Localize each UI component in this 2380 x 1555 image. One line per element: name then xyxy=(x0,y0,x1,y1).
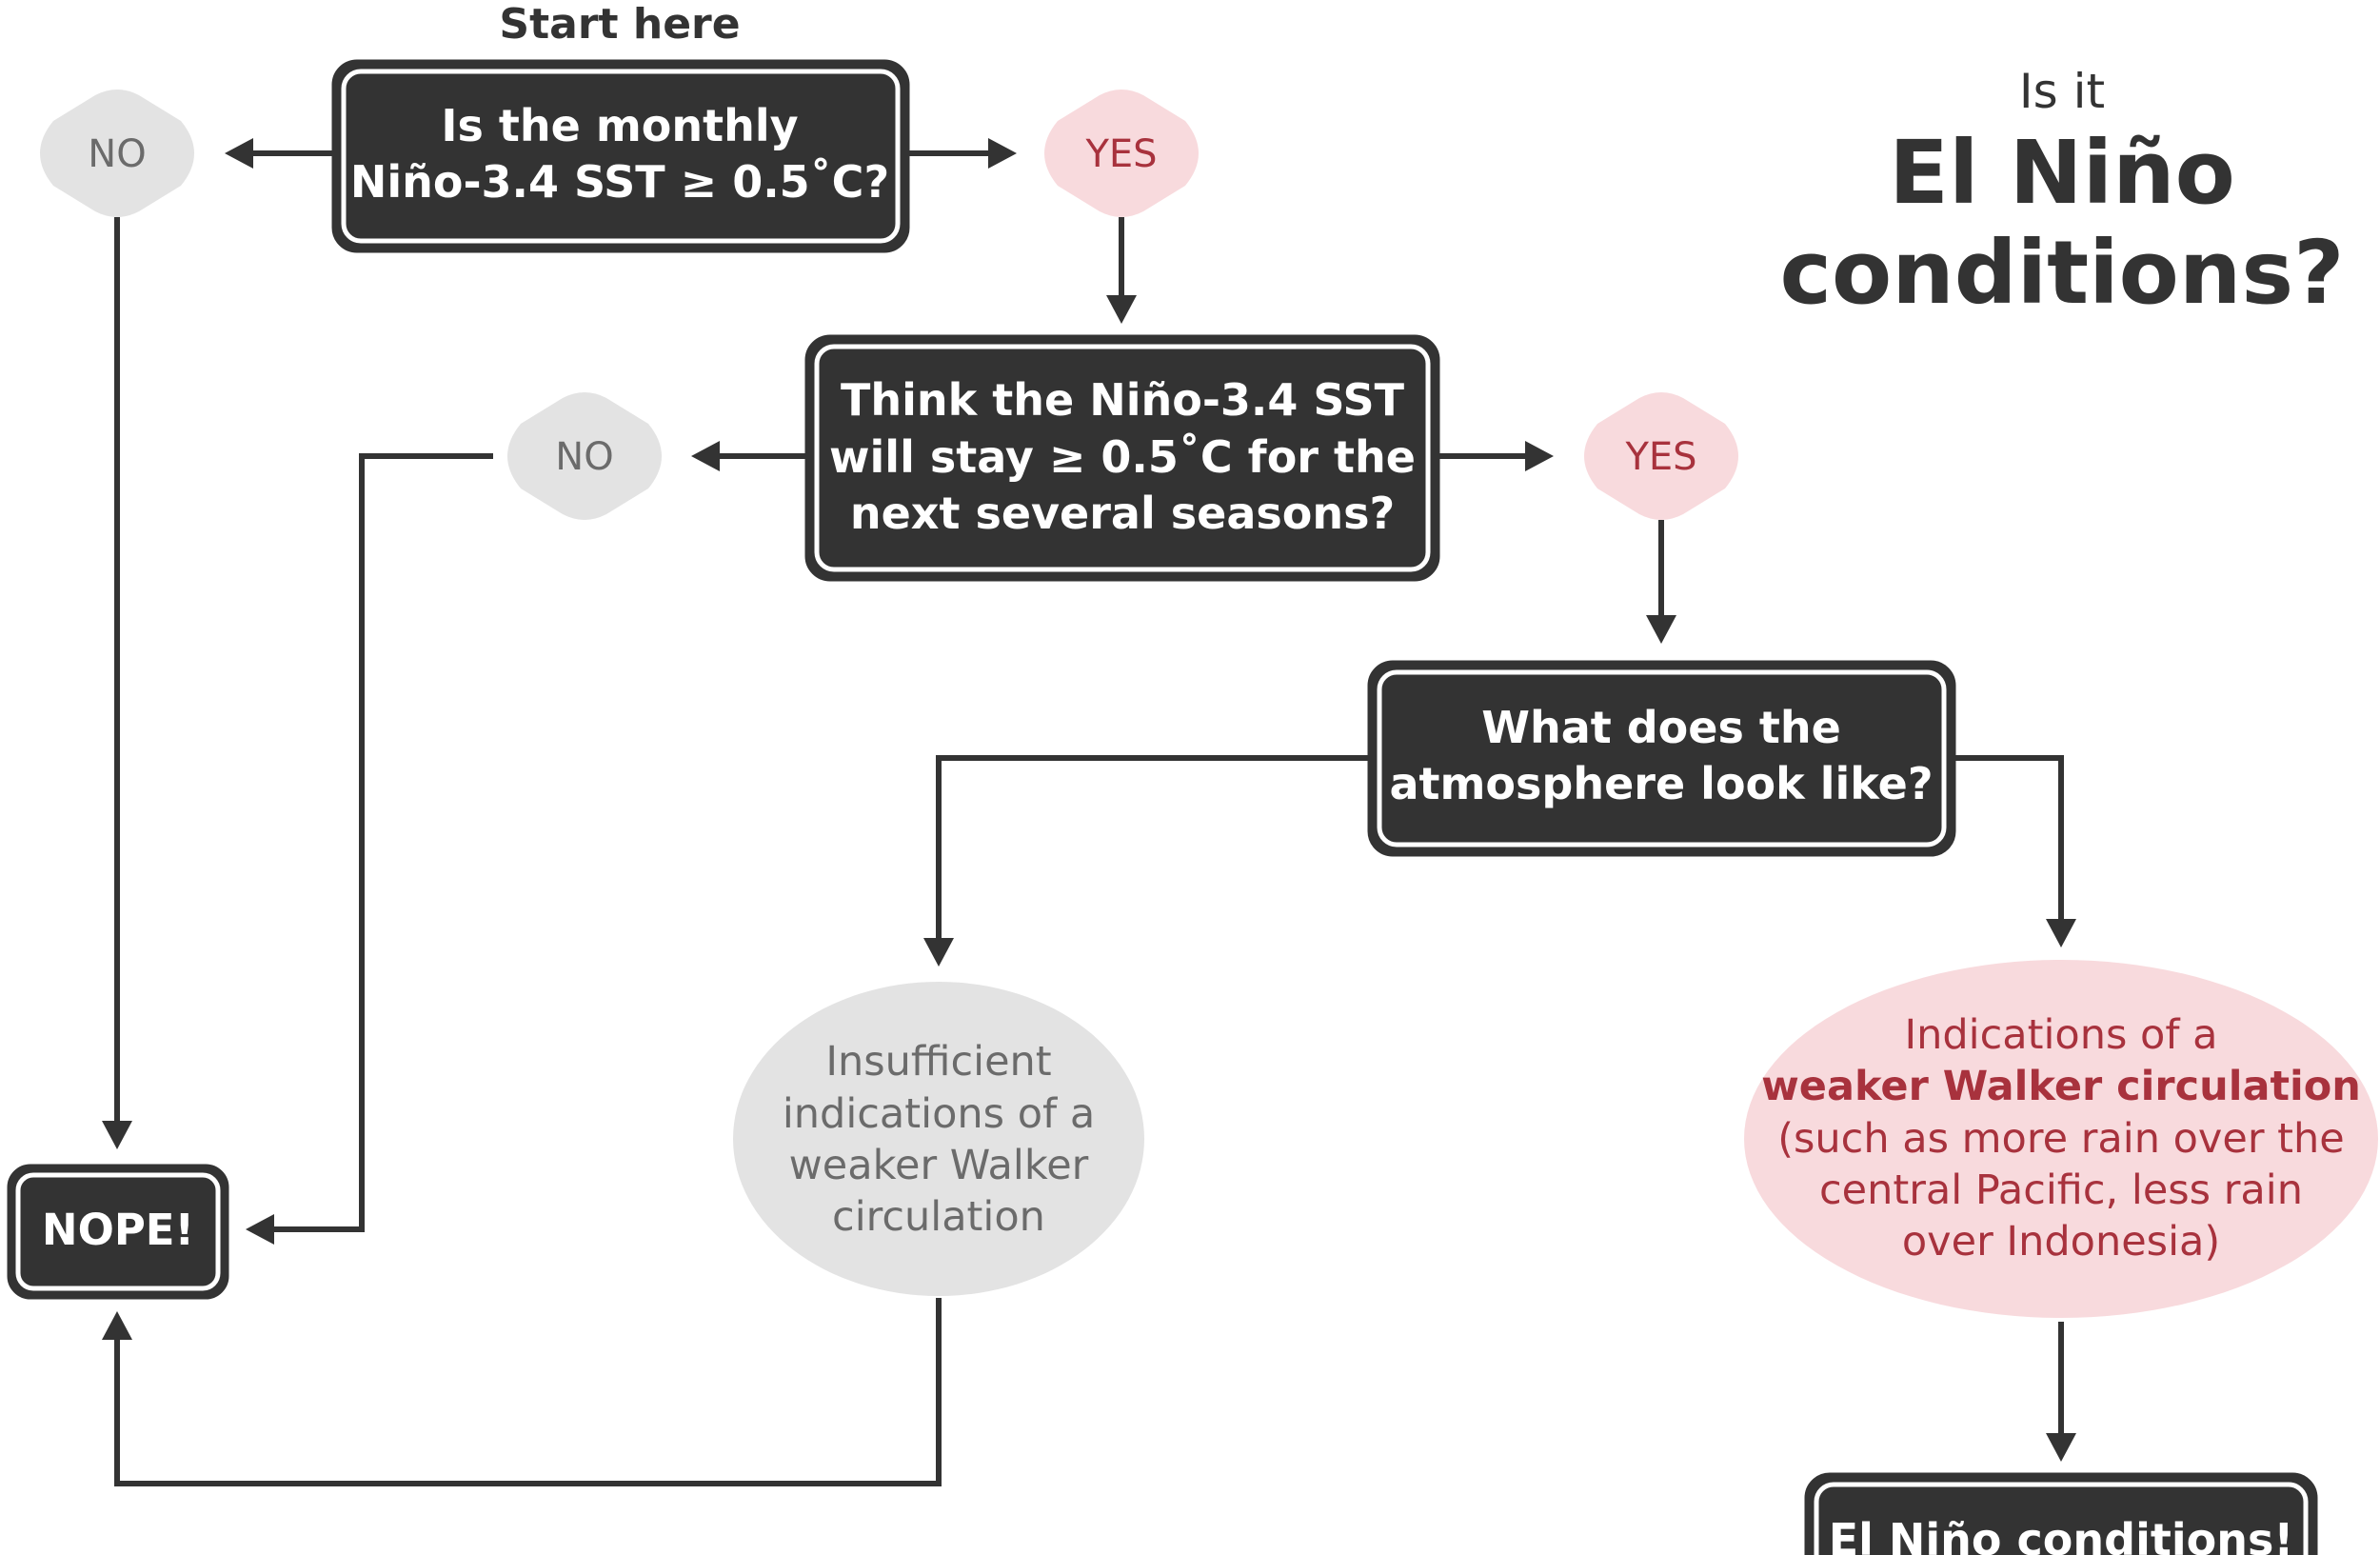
no-label-1: NO xyxy=(88,132,146,176)
yes-label-1: YES xyxy=(1084,132,1157,176)
indications-line-2: weaker Walker circulation xyxy=(1761,1063,2361,1110)
arrow-q3-to-insufficient xyxy=(936,755,1369,943)
question-1-box: Is the monthly Niño-3.4 SST ≥ 0.5˚C? xyxy=(331,59,910,253)
insufficient-line-4: circulation xyxy=(832,1193,1045,1241)
insufficient-line-1: Insufficient xyxy=(825,1038,1051,1086)
title-line-1: Is it xyxy=(2019,64,2105,119)
question-3-line-2: atmosphere look like? xyxy=(1389,758,1933,809)
indications-line-3: (such as more rain over the xyxy=(1777,1115,2345,1163)
yes-label-2: YES xyxy=(1624,435,1696,479)
question-2-line-2: will stay ≥ 0.5˚C for the xyxy=(829,431,1416,483)
result-label: El Niño conditions! xyxy=(1829,1514,2294,1555)
no-diamond-1: NO xyxy=(40,90,194,217)
arrow-no2-to-nope xyxy=(268,453,493,1232)
arrowhead-q1-yes1 xyxy=(988,138,1017,169)
start-here-label: Start here xyxy=(499,0,740,49)
arrowhead-indications-result xyxy=(2046,1433,2076,1462)
question-2-box: Think the Niño-3.4 SST will stay ≥ 0.5˚C… xyxy=(804,334,1440,582)
insufficient-line-3: weaker Walker xyxy=(789,1142,1089,1189)
question-2-line-3: next several seasons? xyxy=(850,488,1395,539)
arrowhead-yes2-q3 xyxy=(1646,615,1676,644)
question-1-line-2: Niño-3.4 SST ≥ 0.5˚C? xyxy=(350,156,889,208)
connectors xyxy=(102,138,2076,1486)
no-label-2: NO xyxy=(555,435,613,479)
result-box: El Niño conditions! xyxy=(1804,1472,2318,1555)
indications-ellipse: Indications of a weaker Walker circulati… xyxy=(1744,960,2378,1318)
arrowhead-q1-no1 xyxy=(225,138,253,169)
question-1-line-1: Is the monthly xyxy=(441,100,798,151)
yes-diamond-2: YES xyxy=(1584,392,1738,520)
arrowhead-q2-yes2 xyxy=(1525,441,1554,471)
arrowhead-no2-nope xyxy=(246,1214,274,1245)
indications-line-1: Indications of a xyxy=(1904,1011,2217,1059)
yes-diamond-1: YES xyxy=(1044,90,1199,217)
arrowhead-q2-no2 xyxy=(691,441,720,471)
indications-line-4: central Pacific, less rain xyxy=(1819,1166,2303,1214)
no-diamond-2: NO xyxy=(507,392,662,520)
indications-line-5: over Indonesia) xyxy=(1902,1218,2220,1266)
arrow-q3-to-indications xyxy=(1954,755,2064,924)
arrow-insufficient-to-nope xyxy=(114,1298,942,1486)
title-line-2: El Niño xyxy=(1889,122,2235,224)
title-line-3: conditions? xyxy=(1780,222,2345,324)
question-3-box: What does the atmosphere look like? xyxy=(1367,660,1956,857)
nope-label: NOPE! xyxy=(42,1205,194,1255)
arrowhead-q3-insufficient xyxy=(923,938,954,967)
arrowhead-q3-indications xyxy=(2046,919,2076,947)
arrowhead-yes1-q2 xyxy=(1106,295,1137,324)
insufficient-ellipse: Insufficient indications of a weaker Wal… xyxy=(733,982,1144,1296)
title: Is it El Niño conditions? xyxy=(1780,64,2345,324)
nope-box: NOPE! xyxy=(7,1164,229,1300)
insufficient-line-2: indications of a xyxy=(783,1090,1095,1138)
arrowhead-insufficient-nope xyxy=(102,1311,132,1340)
question-3-line-1: What does the xyxy=(1481,702,1841,753)
question-2-line-1: Think the Niño-3.4 SST xyxy=(841,374,1405,426)
arrowhead-no1-nope xyxy=(102,1121,132,1149)
